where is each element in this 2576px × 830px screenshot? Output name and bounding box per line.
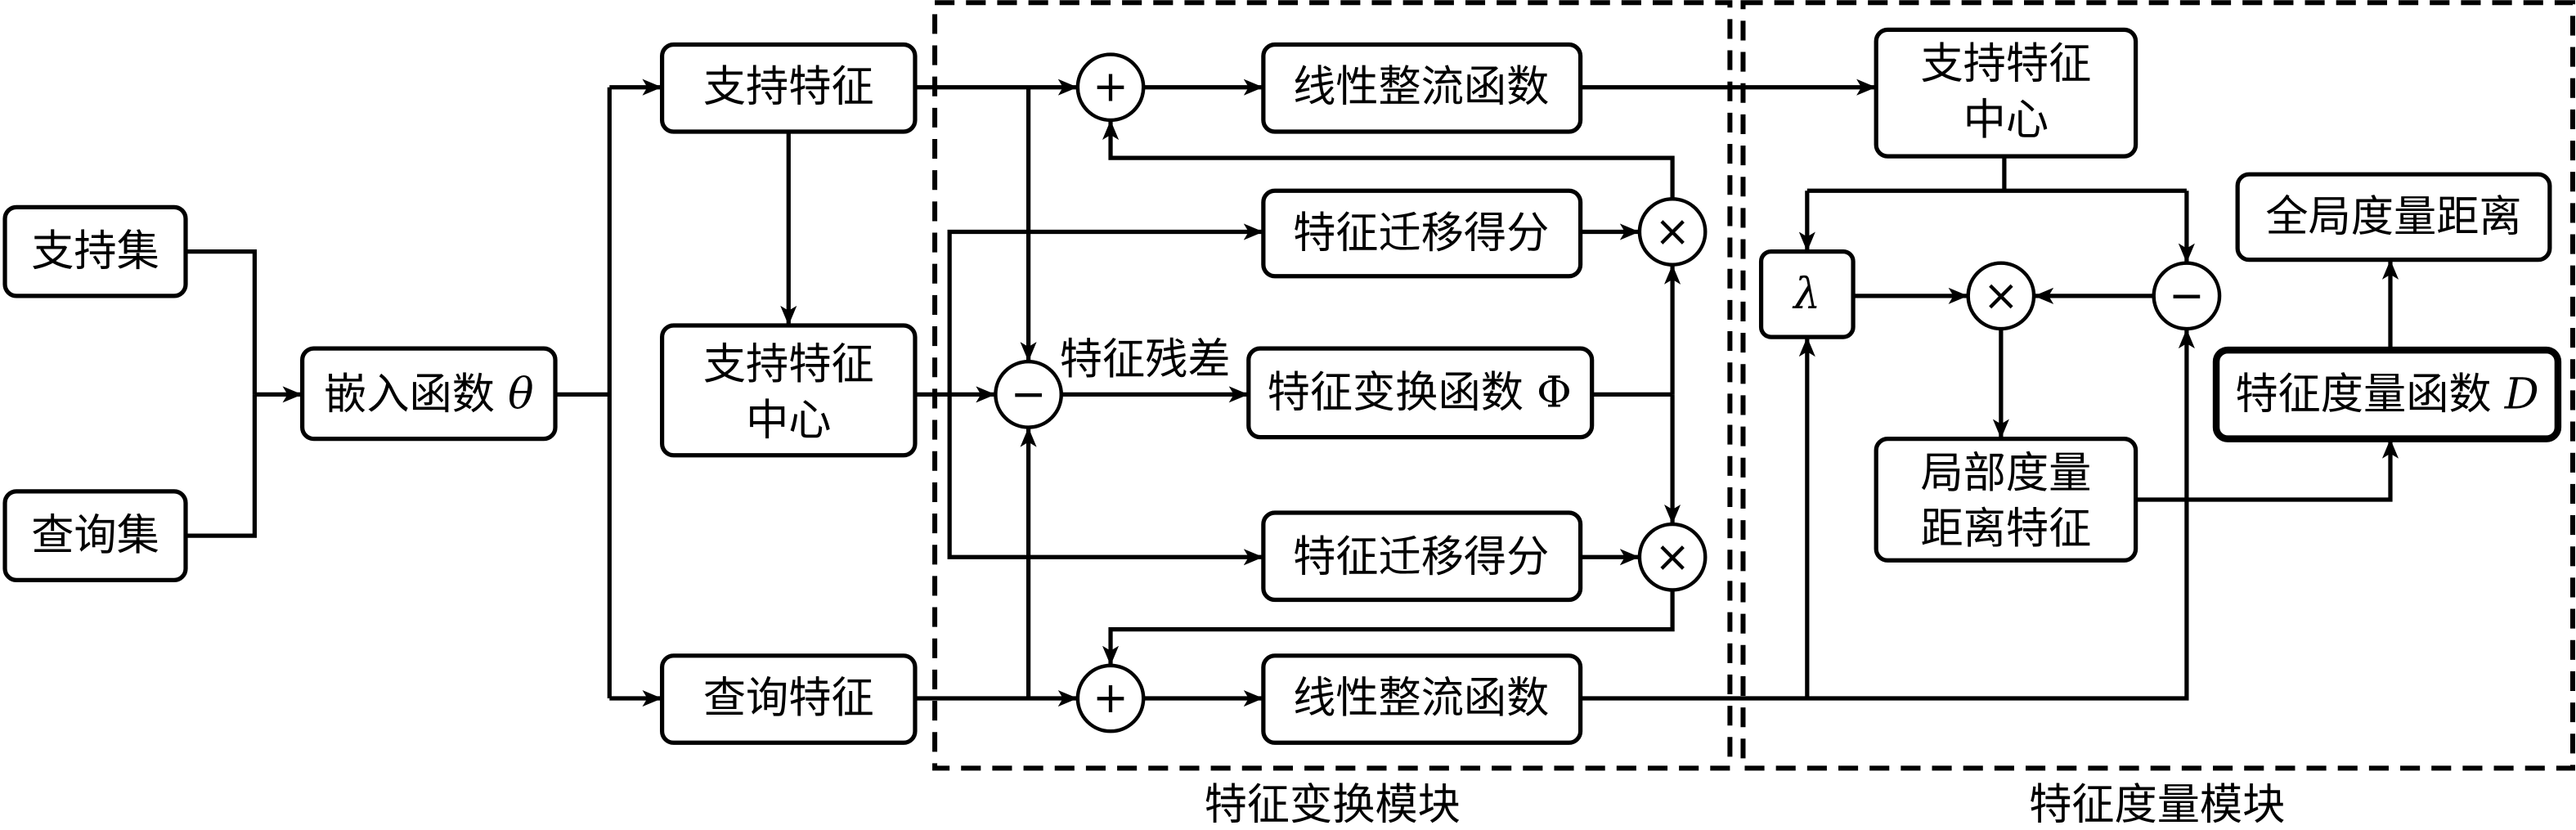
metric-fn-node: 特征度量函数 D <box>2212 346 2562 442</box>
times-upper-symbol: × <box>1654 208 1690 257</box>
transfer-score-bottom-node: 特征迁移得分 <box>1261 510 1583 603</box>
embedding-label-text: 嵌入函数 <box>324 370 495 419</box>
phi-symbol: Φ <box>1537 368 1572 417</box>
times-metric-operator: × <box>1966 261 2036 331</box>
plus-bottom-circle <box>1075 663 1146 734</box>
lambda-text: λ <box>1792 270 1820 319</box>
transfer-score-bottom-box <box>1261 510 1583 603</box>
minus-metric-operator: − <box>2152 261 2222 331</box>
arrow-times-lower-to-plus-bottom <box>1102 590 1675 666</box>
metric-support-center-line2: 中心 <box>1963 96 2049 145</box>
transfer-score-top-node: 特征迁移得分 <box>1261 188 1583 279</box>
support-center-left-line1: 支持特征 <box>703 340 874 389</box>
metric-support-center-node: 支持特征 中心 <box>1874 27 2138 159</box>
lambda-node: λ <box>1758 249 1856 339</box>
transfer-score-bottom-label: 特征迁移得分 <box>1293 532 1549 581</box>
query-set-node: 查询集 <box>2 489 188 583</box>
global-distance-box <box>2235 172 2552 262</box>
transform-fn-box <box>1246 346 1595 440</box>
relu-bottom-label: 线性整流函数 <box>1293 674 1549 723</box>
plus-top-circle <box>1075 52 1146 123</box>
transfer-score-top-label: 特征迁移得分 <box>1293 209 1549 258</box>
support-center-left-node: 支持特征 中心 <box>659 323 918 458</box>
relu-top-node: 线性整流函数 <box>1261 42 1583 134</box>
connectors <box>186 79 2399 707</box>
embedding-node: 嵌入函数 θ <box>300 346 558 442</box>
local-distance-node: 局部度量 距离特征 <box>1874 437 2138 563</box>
theta-symbol: θ <box>508 370 533 419</box>
relu-bottom-box <box>1261 653 1583 745</box>
support-set-label: 支持集 <box>31 227 159 276</box>
support-feature-box <box>659 42 918 134</box>
times-upper-circle <box>1637 197 1708 267</box>
transfer-score-top-box <box>1261 188 1583 279</box>
minus-residual-operator: − <box>994 360 1063 429</box>
wire-support-set-merge <box>186 249 257 395</box>
support-feature-label: 支持特征 <box>703 63 874 112</box>
relu-top-label: 线性整流函数 <box>1293 63 1549 112</box>
arrow-center-to-transfer-top <box>947 223 1263 395</box>
times-metric-symbol: × <box>1983 271 2019 321</box>
transform-fn-node: 特征变换函数 Φ <box>1246 346 1595 440</box>
metric-fn-box <box>2212 346 2562 442</box>
support-feature-node: 支持特征 <box>659 42 918 134</box>
local-distance-line2: 距离特征 <box>1920 505 2091 554</box>
relu-bottom-node: 线性整流函数 <box>1261 653 1583 745</box>
times-lower-symbol: × <box>1654 532 1690 581</box>
d-symbol: D <box>2504 370 2539 419</box>
lambda-symbol: λ <box>1792 270 1820 319</box>
query-set-label: 查询集 <box>31 511 159 560</box>
metric-support-center-box <box>1874 27 2138 159</box>
times-metric-circle <box>1966 261 2036 331</box>
support-center-left-line2: 中心 <box>746 397 831 446</box>
metric-support-center-line1: 支持特征 <box>1920 40 2091 89</box>
local-distance-box <box>1874 437 2138 563</box>
arrow-center-to-transfer-bottom <box>947 394 1263 566</box>
query-feature-box <box>659 653 918 745</box>
arrow-local-distance-to-metric-fn <box>2135 438 2399 502</box>
query-feature-node: 查询特征 <box>659 653 918 745</box>
minus-residual-symbol: − <box>1011 370 1047 419</box>
times-upper-operator: × <box>1637 197 1708 267</box>
lambda-box <box>1758 249 1856 339</box>
plus-bottom-operator: + <box>1075 663 1146 734</box>
arrow-relu-bottom-to-minus-metric <box>1580 329 2195 701</box>
embedding-label: 嵌入函数 θ <box>324 370 533 419</box>
minus-metric-circle <box>2152 261 2222 331</box>
plus-top-symbol: + <box>1093 63 1129 112</box>
support-set-box <box>2 204 188 298</box>
transform-fn-label: 特征变换函数 Φ <box>1268 368 1572 417</box>
arrow-times-upper-to-plus-top <box>1102 119 1675 200</box>
minus-residual-circle <box>994 360 1063 429</box>
query-feature-label: 查询特征 <box>703 674 874 723</box>
embedding-box <box>300 346 558 442</box>
times-lower-circle <box>1637 522 1708 592</box>
support-center-left-box <box>659 323 918 458</box>
plus-top-operator: + <box>1075 52 1146 123</box>
relu-top-box <box>1261 42 1583 134</box>
global-distance-label: 全局度量距离 <box>2265 192 2521 241</box>
transform-fn-label-text: 特征变换函数 <box>1268 368 1524 417</box>
metric-fn-label-text: 特征度量函数 <box>2235 370 2491 419</box>
feature-residual-label: 特征残差 <box>1060 335 1231 384</box>
feature-transform-module-title: 特征变换模块 <box>1205 781 1461 830</box>
metric-fn-label: 特征度量函数 D <box>2235 370 2538 419</box>
global-distance-node: 全局度量距离 <box>2235 172 2552 262</box>
minus-metric-symbol: − <box>2169 271 2205 321</box>
query-set-box <box>2 489 188 583</box>
support-set-node: 支持集 <box>2 204 188 298</box>
feature-metric-module-title: 特征度量模块 <box>2029 781 2285 830</box>
wire-query-set-merge <box>186 394 257 538</box>
times-lower-operator: × <box>1637 522 1708 592</box>
plus-bottom-symbol: + <box>1093 674 1129 723</box>
local-distance-line1: 局部度量 <box>1920 449 2091 498</box>
feature-metric-module-frame <box>1740 0 2575 771</box>
